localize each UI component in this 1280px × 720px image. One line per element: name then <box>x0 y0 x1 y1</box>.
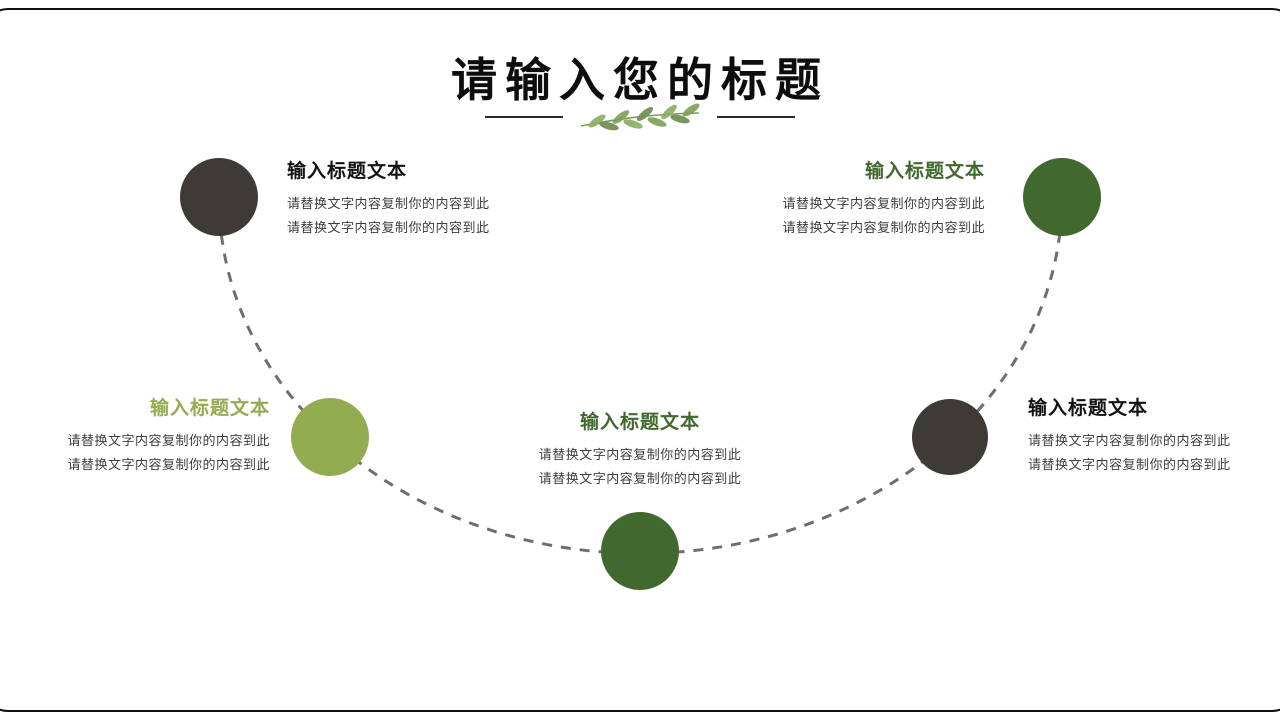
item-title: 输入标题文本 <box>579 412 700 433</box>
node-circle-middle-left <box>291 398 369 476</box>
item-title: 输入标题文本 <box>864 161 985 182</box>
ornament-line-right <box>717 116 795 118</box>
item-body-line: 请替换文字内容复制你的内容到此 <box>67 457 270 472</box>
item-body-line: 请替换文字内容复制你的内容到此 <box>287 220 490 235</box>
item-title: 输入标题文本 <box>149 398 270 419</box>
leaf-branch-icon <box>580 103 700 131</box>
item-top-left: 输入标题文本 请替换文字内容复制你的内容到此 请替换文字内容复制你的内容到此 <box>287 156 490 240</box>
item-body-line: 请替换文字内容复制你的内容到此 <box>1028 433 1231 448</box>
item-top-right: 输入标题文本 请替换文字内容复制你的内容到此 请替换文字内容复制你的内容到此 <box>782 156 985 240</box>
item-body-line: 请替换文字内容复制你的内容到此 <box>1028 457 1231 472</box>
item-body-line: 请替换文字内容复制你的内容到此 <box>538 471 742 486</box>
node-circle-top-left <box>180 158 258 236</box>
node-circle-middle-right <box>912 399 988 475</box>
item-body-line: 请替换文字内容复制你的内容到此 <box>538 447 742 462</box>
item-bottom-center: 输入标题文本 请替换文字内容复制你的内容到此 请替换文字内容复制你的内容到此 <box>440 407 840 491</box>
item-body-line: 请替换文字内容复制你的内容到此 <box>67 433 270 448</box>
connector-arc <box>217 196 1064 555</box>
item-title: 输入标题文本 <box>287 161 408 182</box>
item-title: 输入标题文本 <box>1028 398 1149 419</box>
item-body-line: 请替换文字内容复制你的内容到此 <box>782 220 985 235</box>
item-middle-left: 输入标题文本 请替换文字内容复制你的内容到此 请替换文字内容复制你的内容到此 <box>67 393 270 477</box>
slide-title: 请输入您的标题 <box>451 54 829 106</box>
item-body-line: 请替换文字内容复制你的内容到此 <box>782 196 985 211</box>
node-circle-bottom-center <box>601 512 679 590</box>
item-body-line: 请替换文字内容复制你的内容到此 <box>287 196 490 211</box>
node-circle-top-right <box>1023 158 1101 236</box>
item-middle-right: 输入标题文本 请替换文字内容复制你的内容到此 请替换文字内容复制你的内容到此 <box>1028 393 1231 477</box>
title-ornament <box>0 100 1280 134</box>
ornament-line-left <box>485 116 563 118</box>
